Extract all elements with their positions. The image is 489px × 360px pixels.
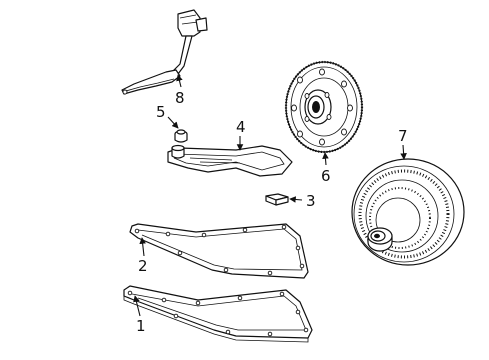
pan-gasket-part — [129, 223, 309, 279]
callout-8: 8 — [175, 89, 185, 107]
transmission-filter-part — [167, 144, 293, 177]
flexplate-part — [284, 60, 364, 154]
callout-6: 6 — [321, 167, 331, 185]
magnet-part — [265, 193, 289, 206]
transmission-pan-part — [123, 285, 313, 343]
torque-converter-part — [351, 158, 465, 266]
callout-3: 3 — [306, 192, 316, 210]
leader-lines — [133, 74, 407, 317]
callout-2: 2 — [138, 257, 148, 275]
callout-5: 5 — [156, 103, 166, 121]
callout-1: 1 — [136, 317, 146, 335]
callout-7: 7 — [398, 127, 408, 145]
filter-seal-part — [174, 129, 188, 143]
callout-4: 4 — [236, 118, 246, 136]
dipstick-tube-part — [121, 9, 208, 95]
